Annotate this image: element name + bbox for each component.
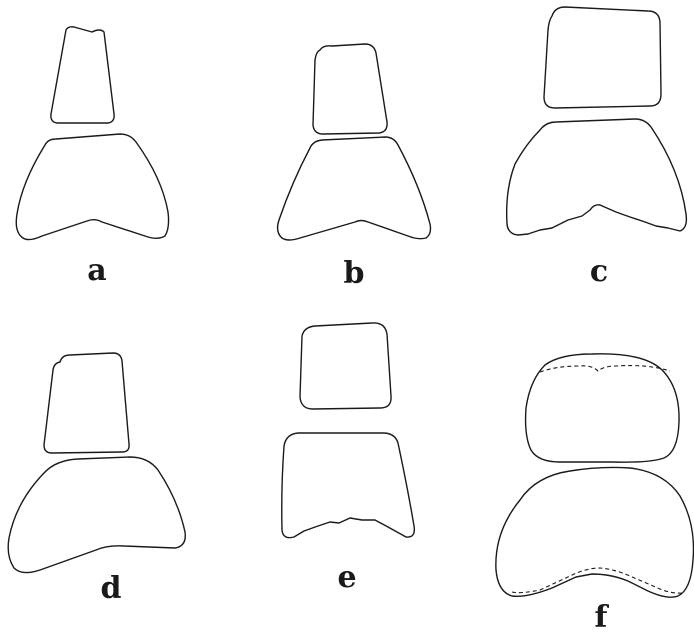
panel-c-lower-outline (507, 119, 687, 235)
panel-d-upper-outline (44, 353, 129, 453)
panel-a-upper-outline (51, 27, 114, 123)
panel-c-upper-outline (544, 7, 661, 108)
panel-c-label: c (590, 254, 608, 289)
panel-b: b (278, 44, 431, 291)
panel-e-lower-outline (282, 433, 415, 538)
panel-e: e (282, 323, 415, 595)
panel-d-label: d (101, 571, 122, 606)
panel-a: a (16, 27, 168, 288)
panel-f-lower-dashed-line (512, 568, 685, 593)
panel-d-lower-outline (8, 457, 185, 573)
panel-f: f (496, 354, 694, 635)
panel-b-label: b (344, 256, 365, 291)
panel-f-lower-outline (496, 467, 694, 597)
panel-d: d (8, 353, 185, 606)
panel-a-label: a (87, 253, 106, 288)
panel-f-label: f (595, 600, 610, 635)
panel-b-upper-outline (313, 44, 387, 134)
panel-e-upper-outline (300, 323, 391, 409)
panel-e-label: e (337, 560, 356, 595)
panel-a-lower-outline (16, 134, 168, 240)
panel-c: c (507, 7, 687, 289)
panel-f-upper-outline (526, 354, 680, 462)
panel-b-lower-outline (278, 137, 431, 240)
panel-f-upper-dashed-line (540, 366, 670, 372)
